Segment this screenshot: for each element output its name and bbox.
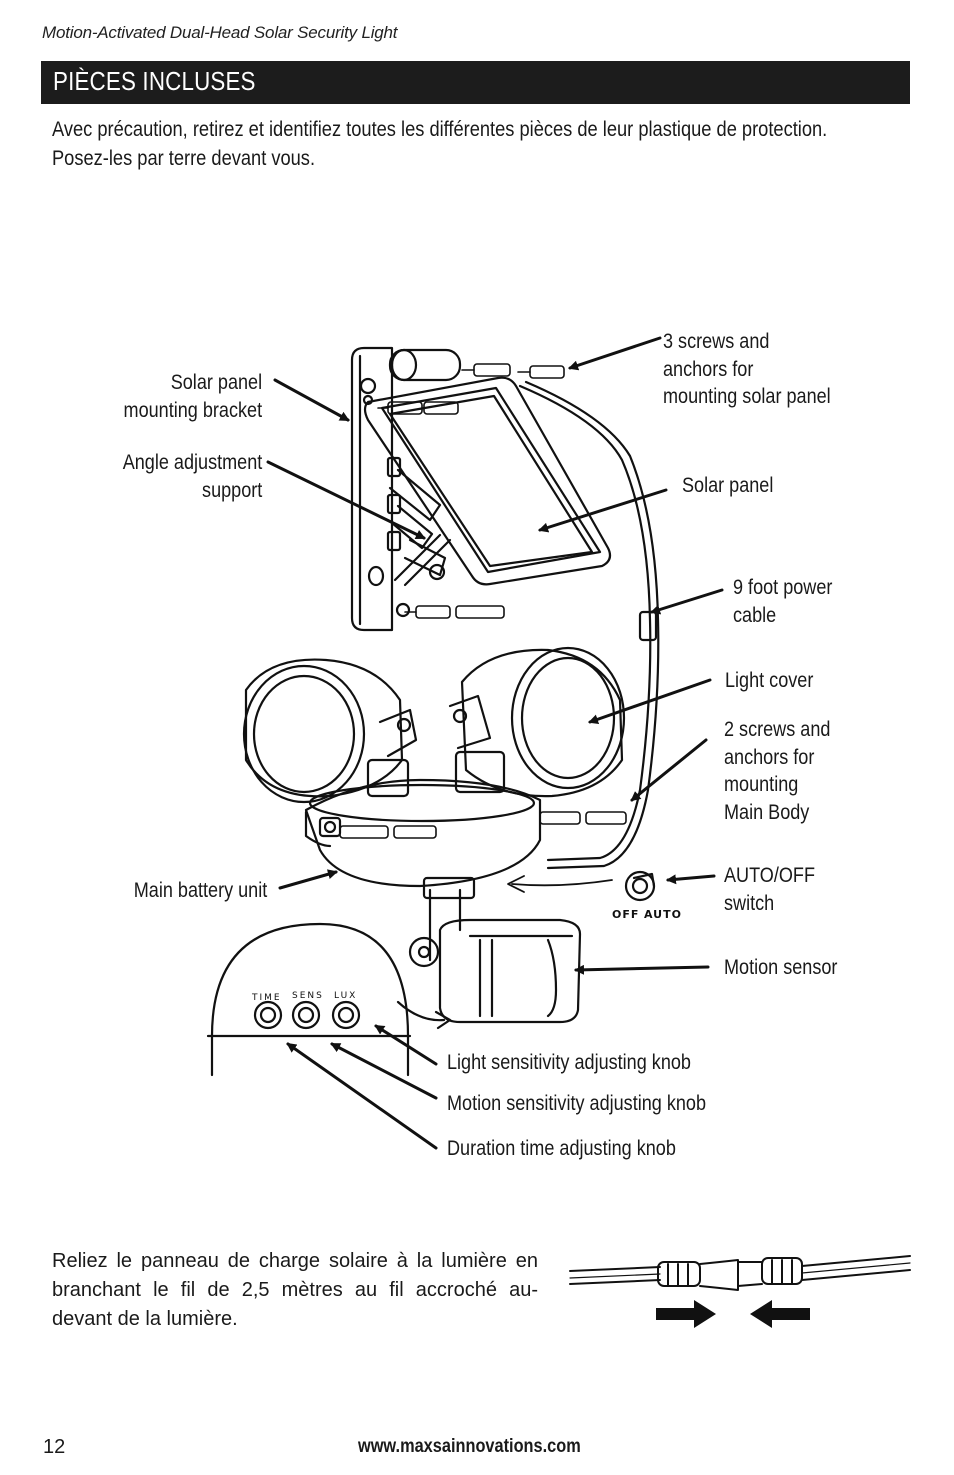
right-lamp-shape [448,646,626,798]
switch-shape [624,870,656,902]
leader-arrows [266,336,724,1150]
section-bar: PIÈCES INCLUSES [41,61,910,104]
power-cable-shape [518,380,660,870]
connect-text: Reliez le panneau de charge solaire à la… [52,1250,538,1330]
label-battery-unit: Main battery unit [133,879,267,902]
knob-sens-mark: SENS [292,991,324,1001]
left-lamp-shape [242,658,418,804]
knob-lux-mark: LUX [334,991,357,1001]
knob-detail-shape [206,922,452,1077]
motion-sensor-shape [408,888,582,1024]
label-light-cover: Light cover [725,669,814,692]
switch-off-mark: OFF [612,908,639,921]
footer-url: www.maxsainnovations.com [358,1436,581,1457]
switch-auto-mark: AUTO [644,908,682,921]
knob-time-mark: TIME [251,993,282,1003]
connect-paragraph: Reliez le panneau de charge solaire à la… [52,1247,538,1334]
solar-screws [377,363,565,619]
label-light-knob: Light sensitivity adjusting knob [447,1051,691,1074]
intro-line-2: Posez-les par terre devant vous. [52,147,316,170]
body-screws [339,811,627,839]
label-motion-sensor: Motion sensor [724,956,838,979]
section-title: PIÈCES INCLUSES [53,66,256,96]
header-title: Motion-Activated Dual-Head Solar Securit… [42,23,398,42]
solar-bracket-shape [350,346,411,632]
label-motion-knob: Motion sensitivity adjusting knob [447,1092,707,1115]
page-number: 12 [43,1436,66,1458]
connector-shape [569,1255,911,1291]
connector-arrows [656,1300,810,1328]
switch-curve-arrow [507,875,613,893]
intro-paragraph: Avec précaution, retirez et identifiez t… [52,115,828,173]
solar-panel-shape [363,376,612,586]
label-solar-panel: Solar panel [682,474,774,497]
intro-line-1: Avec précaution, retirez et identifiez t… [52,118,828,141]
bracket-cylinder [388,348,462,382]
angle-support-shape [388,468,452,587]
battery-body-shape [304,778,542,900]
label-duration-knob: Duration time adjusting knob [447,1137,676,1160]
